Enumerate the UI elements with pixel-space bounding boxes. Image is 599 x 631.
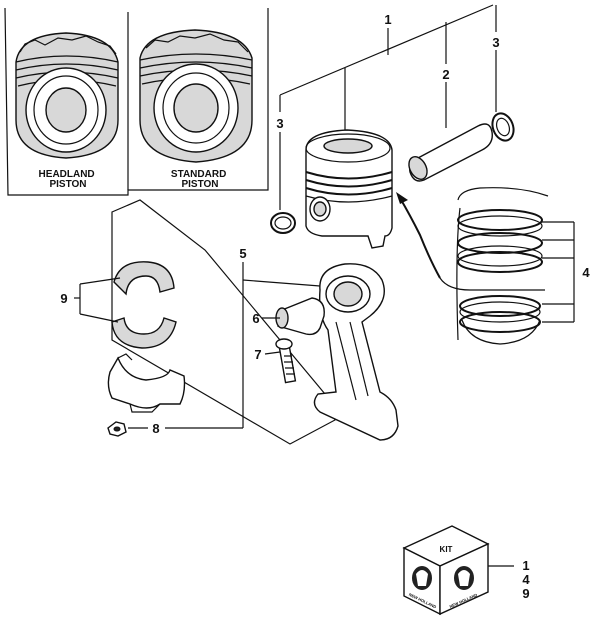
callout-9: 9 bbox=[60, 291, 67, 306]
piston-rings-set bbox=[439, 187, 549, 345]
headland-label-line1: HEADLAND bbox=[39, 169, 95, 180]
ring-install-arrow bbox=[396, 192, 441, 279]
snap-ring-left bbox=[270, 212, 296, 234]
callout-3-left: 3 bbox=[276, 116, 283, 131]
ring-bracket-line bbox=[457, 187, 549, 201]
kit-box-label: KIT bbox=[440, 545, 453, 554]
small-end-bushing bbox=[275, 297, 325, 336]
snap-ring-right bbox=[491, 112, 515, 142]
callout-leaders-4 bbox=[542, 221, 575, 323]
callout-5: 5 bbox=[239, 246, 246, 261]
bearing-shell-upper bbox=[113, 261, 175, 296]
new-holland-logo-left bbox=[412, 566, 432, 590]
rod-bolt bbox=[275, 338, 297, 384]
headland-piston-drawing bbox=[15, 32, 119, 159]
standard-piston-label: STANDARD PISTON bbox=[171, 169, 229, 190]
callout-leaders-9 bbox=[74, 277, 121, 323]
connecting-rod-cap bbox=[107, 353, 186, 413]
inset-frame bbox=[4, 7, 269, 196]
kit-ref-9: 9 bbox=[522, 586, 529, 601]
kit-box: KIT NEW HOLLAND NEW HOLLAND bbox=[402, 525, 490, 616]
headland-label-line2: PISTON bbox=[49, 179, 86, 190]
callout-4: 4 bbox=[582, 265, 590, 280]
new-holland-logo-right bbox=[454, 566, 474, 590]
bearing-shell-lower bbox=[111, 317, 177, 349]
kit-ref-4: 4 bbox=[522, 572, 530, 587]
piston bbox=[305, 129, 393, 249]
callout-1: 1 bbox=[384, 12, 391, 27]
standard-label-line2: PISTON bbox=[181, 179, 218, 190]
callout-7: 7 bbox=[254, 347, 261, 362]
kit-ref-1: 1 bbox=[522, 558, 529, 573]
connecting-rod bbox=[313, 263, 399, 441]
callout-8: 8 bbox=[152, 421, 159, 436]
callout-leaders-5-8 bbox=[128, 262, 321, 429]
standard-label-line1: STANDARD bbox=[171, 169, 226, 180]
standard-piston-drawing bbox=[139, 29, 253, 163]
piston-types-inset: HEADLAND PISTON STANDARD PISTON bbox=[4, 7, 269, 196]
callout-6: 6 bbox=[252, 311, 259, 326]
headland-piston-label: HEADLAND PISTON bbox=[39, 169, 98, 190]
callout-2: 2 bbox=[442, 67, 449, 82]
cap-nut bbox=[107, 421, 127, 437]
callout-leaders-top bbox=[279, 4, 497, 210]
callout-3-right: 3 bbox=[492, 35, 499, 50]
piston-pin bbox=[408, 123, 493, 182]
